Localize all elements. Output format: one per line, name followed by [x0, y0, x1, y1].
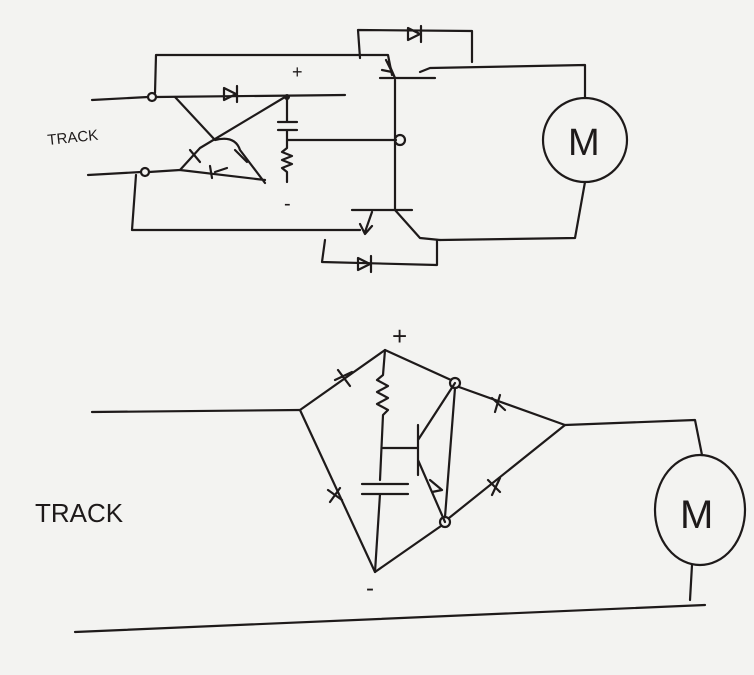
bridge-wires — [173, 95, 287, 185]
bridge-diodes — [188, 148, 249, 180]
top-circuit: + - M TRACK — [47, 24, 629, 274]
plus-label: + — [292, 62, 303, 82]
track-wire-upper — [90, 408, 302, 414]
track-wire-top — [90, 93, 347, 102]
terminal-node — [139, 166, 151, 178]
minus-label: - — [366, 575, 374, 602]
motor-return-wire — [438, 180, 587, 242]
bridge-diamond — [298, 348, 567, 574]
track-wire-lower — [73, 603, 707, 634]
terminal-node — [146, 91, 158, 103]
motor-bottom — [653, 453, 747, 567]
motor-feed-wire — [563, 418, 704, 457]
minus-label: - — [284, 193, 291, 215]
lower-loop-wire — [130, 173, 362, 232]
track-wire-bottom — [86, 168, 182, 177]
plus-label: + — [392, 321, 407, 351]
transistor-top — [378, 58, 587, 212]
motor-label: M — [680, 493, 713, 537]
center-branch — [360, 348, 410, 574]
transistor-bottom — [350, 208, 442, 242]
bottom-circuit: + - M TRACK — [35, 321, 747, 634]
cap-resistor-branch — [276, 95, 398, 184]
track-label: TRACK — [35, 498, 124, 528]
side-links — [443, 386, 457, 519]
track-label: TRACK — [47, 127, 99, 149]
transistor — [381, 381, 457, 524]
motor-label: M — [568, 122, 600, 164]
diode-bottom-bypass — [356, 254, 373, 274]
bypass-loop-top — [356, 28, 474, 64]
motor-return-wire — [688, 563, 694, 602]
bridge-diodes — [326, 368, 507, 504]
upper-loop-wire — [153, 53, 394, 95]
bypass-loop-bottom — [320, 238, 439, 267]
diode-input — [222, 84, 239, 104]
diode-top-bypass — [406, 24, 423, 44]
